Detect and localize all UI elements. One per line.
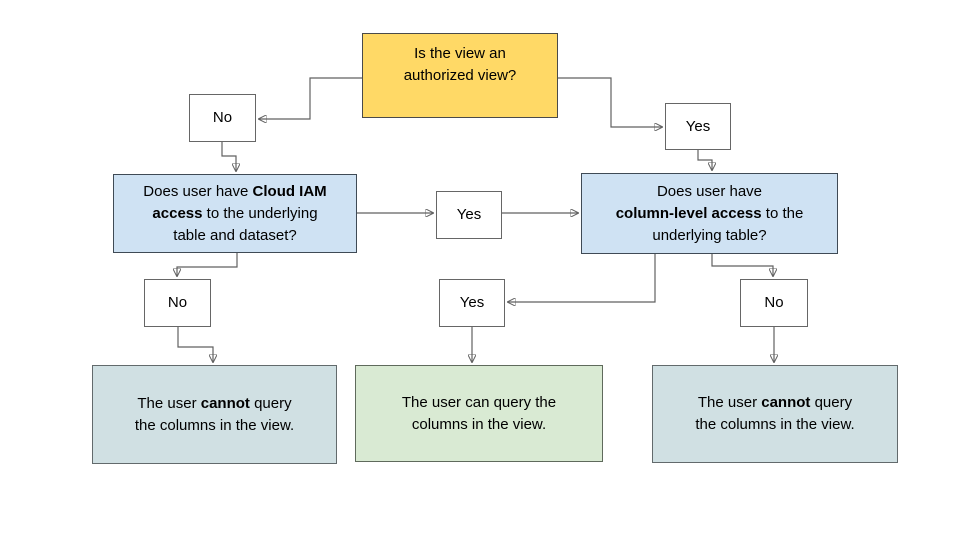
- node-text-line: Is the view an: [414, 43, 506, 65]
- node-column-level-question: Does user have column-level access to th…: [581, 173, 838, 254]
- node-yes-iam: Yes: [436, 191, 502, 239]
- node-text: Yes: [459, 294, 485, 311]
- node-text: No: [167, 294, 188, 311]
- node-text: to the underlying: [202, 204, 318, 222]
- node-text: to the: [761, 204, 804, 222]
- node-text-line: table and dataset?: [173, 225, 296, 247]
- node-cloud-iam-question: Does user have Cloud IAM access to the u…: [113, 174, 357, 253]
- node-outcome-cannot-query-left: The user cannot query the columns in the…: [92, 365, 337, 464]
- node-no-column-access: No: [740, 279, 808, 327]
- node-text-line: the columns in the view.: [135, 415, 294, 437]
- connector-yes-to-column-question-arrow: [697, 150, 712, 170]
- node-text: The user: [137, 394, 201, 412]
- node-text: The user: [697, 394, 762, 411]
- node-text: Does user have: [656, 182, 763, 200]
- node-text-line: access to the underlying: [152, 203, 317, 225]
- node-no-authorized: No: [189, 94, 256, 142]
- node-text: No: [212, 109, 233, 126]
- node-outcome-cannot-query-right: The user cannot query the columns in the…: [652, 365, 898, 463]
- node-text: table and dataset?: [173, 226, 297, 244]
- node-text: query: [810, 394, 853, 411]
- node-text: underlying table?: [652, 226, 767, 244]
- node-text: authorized view?: [403, 67, 517, 84]
- node-text-bold: Cloud IAM: [252, 182, 327, 200]
- node-text-line: authorized view?: [404, 65, 517, 87]
- connector-root-to-no-arrow: [259, 77, 362, 119]
- node-text-line: The user can query the: [402, 392, 556, 414]
- connector-root-to-yes-arrow: [558, 77, 662, 127]
- node-text: query: [249, 394, 292, 412]
- node-text: Is the view an: [414, 45, 506, 62]
- connector-iam-to-no-left-arrow: [177, 253, 238, 276]
- node-yes-authorized: Yes: [665, 103, 731, 150]
- connector-no-to-iam-question-arrow: [221, 142, 236, 171]
- node-text-line: The user cannot query: [137, 393, 291, 415]
- node-text: Does user have: [143, 182, 253, 200]
- node-text-line: underlying table?: [652, 225, 766, 247]
- node-text: columns in the view.: [411, 415, 547, 433]
- node-text: Yes: [685, 117, 711, 135]
- node-text-line: the columns in the view.: [695, 414, 854, 436]
- node-text-bold: column-level access: [615, 204, 762, 222]
- node-text-line: column-level access to the: [616, 203, 804, 225]
- node-text: No: [764, 294, 784, 311]
- node-outcome-can-query: The user can query the columns in the vi…: [355, 365, 603, 462]
- node-text-bold: cannot: [200, 394, 250, 412]
- node-text-line: The user cannot query: [698, 392, 852, 414]
- node-no-iam: No: [144, 279, 211, 327]
- connector-column-to-yes-bottom-arrow: [508, 254, 656, 302]
- connector-column-to-no-right-arrow: [711, 254, 773, 276]
- node-text: the columns in the view.: [695, 416, 855, 433]
- node-text-line: columns in the view.: [412, 414, 546, 436]
- node-text: The user can query the: [401, 393, 557, 411]
- node-text-bold: cannot: [761, 394, 811, 411]
- node-text-bold: access: [152, 204, 203, 222]
- connector-no-left-to-outcome-arrow: [177, 327, 213, 362]
- node-yes-column-access: Yes: [439, 279, 505, 327]
- node-text: the columns in the view.: [134, 416, 295, 434]
- node-text-line: Does user have Cloud IAM: [143, 181, 326, 203]
- node-text: Yes: [456, 206, 482, 223]
- node-text-line: Does user have: [657, 181, 762, 203]
- node-is-authorized-view: Is the view an authorized view?: [362, 33, 558, 118]
